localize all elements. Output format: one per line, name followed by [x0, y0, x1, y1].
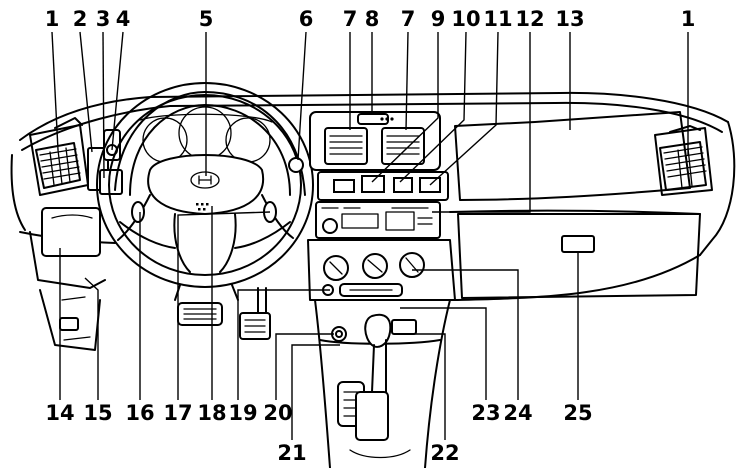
callout-numbers: 1 2 3 4 5 6 7 8 7 9 10 11 12 13 1 14 15 … [45, 7, 696, 465]
callout-20: 20 [263, 401, 292, 425]
callout-3: 3 [96, 7, 111, 31]
callout-11: 11 [483, 7, 512, 31]
callout-1-right: 1 [681, 7, 696, 31]
callout-16: 16 [125, 401, 154, 425]
callout-25: 25 [563, 401, 592, 425]
callout-21: 21 [277, 441, 306, 465]
callout-7-right: 7 [401, 7, 416, 31]
callout-4: 4 [116, 7, 131, 31]
right-stalk-6 [288, 157, 304, 173]
climate-controls [307, 239, 456, 301]
center-vents [309, 111, 441, 171]
callout-8: 8 [365, 7, 380, 31]
callout-24: 24 [503, 401, 532, 425]
instrument-cluster [114, 91, 306, 196]
callout-5: 5 [199, 7, 214, 31]
callout-22: 22 [430, 441, 459, 465]
gear-shifter [337, 313, 411, 459]
right-air-vent [654, 125, 713, 196]
callout-2: 2 [73, 7, 88, 31]
left-air-vent [29, 117, 89, 196]
glovebox-lower [457, 213, 701, 299]
callout-6: 6 [299, 7, 314, 31]
center-switch-row [317, 171, 449, 201]
callout-9: 9 [431, 7, 446, 31]
steering-wheel [96, 82, 314, 301]
callout-1-left: 1 [45, 7, 60, 31]
callout-17: 17 [163, 401, 192, 425]
leader-lines [51, 31, 689, 440]
pedals [177, 287, 271, 340]
callout-19: 19 [228, 401, 257, 425]
callout-23: 23 [471, 401, 500, 425]
callout-18: 18 [197, 401, 226, 425]
callout-14: 14 [45, 401, 74, 425]
callout-12: 12 [515, 7, 544, 31]
callout-13: 13 [555, 7, 584, 31]
radio-unit [315, 201, 441, 239]
callout-10: 10 [451, 7, 480, 31]
callout-15: 15 [83, 401, 112, 425]
glovebox-upper [454, 111, 691, 201]
callout-7-left: 7 [343, 7, 358, 31]
hazard-icon-18 [196, 203, 209, 211]
